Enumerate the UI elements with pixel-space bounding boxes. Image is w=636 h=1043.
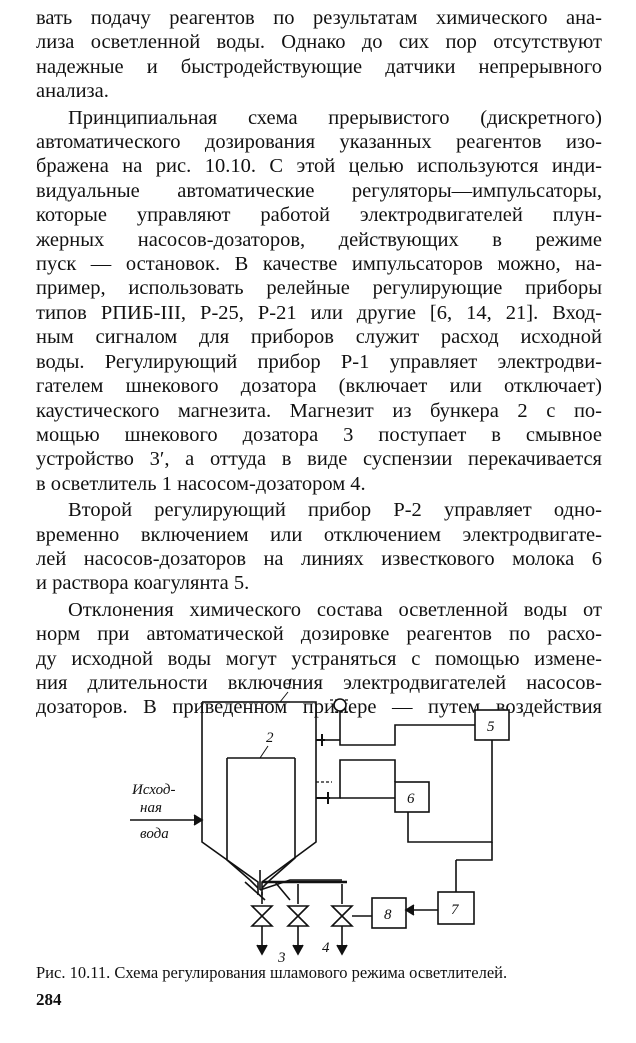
valve-4 [330,905,372,956]
text-line: в осветлитель 1 насосом-дозатором 4. [36,472,366,495]
text-line: ным сигналом для приборов служит расход … [36,326,602,349]
label-6: 6 [407,791,415,807]
text-line: и раствора коагулянта 5. [36,572,250,595]
text-line: Отклонения химического состава осветленн… [68,598,602,621]
valve-left [250,905,274,956]
text-line: которые управляют работой электродвигате… [36,204,602,227]
text-line: вать подачу реагентов по результатам хим… [36,7,602,29]
label-5: 5 [487,719,495,735]
label-inlet-2: ная [140,800,162,816]
text-line: лей насосов-дозаторов на линиях известко… [36,547,602,570]
block-7 [437,891,475,925]
text-line: типов РПИБ-III, Р-25, Р-21 или другие [6… [36,301,602,324]
scheme-svg: 1 2 3 4 5 6 7 8 Исход- ная вода [130,676,510,965]
label-2: 2 [266,730,274,746]
figure-diagram: 1 2 3 4 5 6 7 8 Исход- ная вода [90,670,590,965]
clarifier-vessel [201,701,317,895]
sensor-circle [333,698,347,712]
text-line: ду исходной воды могут устраняться с пом… [36,647,602,670]
block-5 [474,709,510,741]
text-line: видуальные автоматические регуляторы—имп… [36,179,602,202]
text-line: лиза осветленной воды. Однако до сих пор… [36,31,602,54]
text-line: жерных насосов-дозаторов, действующих в … [36,228,602,251]
valve-3 [286,905,310,956]
text-line: Принципиальная схема прерывистого (дискр… [68,106,602,129]
figure-caption: Рис. 10.11. Схема регулирования шламовог… [36,963,508,982]
block-8 [371,897,407,929]
text-line: каустического магнезита. Магнезит из бун… [36,399,602,422]
page-number: 284 [36,990,62,1009]
text-line: пример, использовать релейные регулирующ… [36,277,602,300]
label-inlet-3: вода [140,826,169,842]
label-inlet-1: Исход- [131,782,175,798]
block-6 [394,781,430,813]
bottom-pipes [244,870,342,901]
label-7: 7 [451,902,460,918]
text-line: дозаторов. В приведенном примере — путем… [36,696,602,719]
text-line: гателем шнекового дозатора (включает или… [36,375,602,398]
text-line: временно включением или отключением элек… [36,523,602,546]
text-line: пуск — остановок. В качестве импульсатор… [36,253,602,276]
text-line: Второй регулирующий прибор Р-2 управляет… [68,499,602,522]
text-line: автоматического дозирования указанных ре… [36,131,602,154]
label-8: 8 [384,907,392,923]
label-4: 4 [322,940,330,956]
label-1: 1 [286,676,294,692]
hopper-2 [226,757,296,881]
text-line: надежные и быстродействующие датчики неп… [36,55,602,78]
text-line: воды. Регулирующий прибор Р-1 управляет … [36,350,602,373]
body-text: вать подачу реагентов по результатам хим… [36,6,602,720]
text-line: мощью шнекового дозатора 3 поступает в с… [36,423,602,446]
text-line: анализа. [36,80,109,103]
text-line: устройство 3′, а оттуда в виде суспензии… [36,448,602,471]
text-line: норм при автоматической дозировке реаген… [36,623,602,646]
label-3: 3 [277,950,286,965]
text-line: бражена на рис. 10.10. С этой целью испо… [36,155,602,178]
text-line: ния длительности включения электродвигат… [36,671,602,694]
